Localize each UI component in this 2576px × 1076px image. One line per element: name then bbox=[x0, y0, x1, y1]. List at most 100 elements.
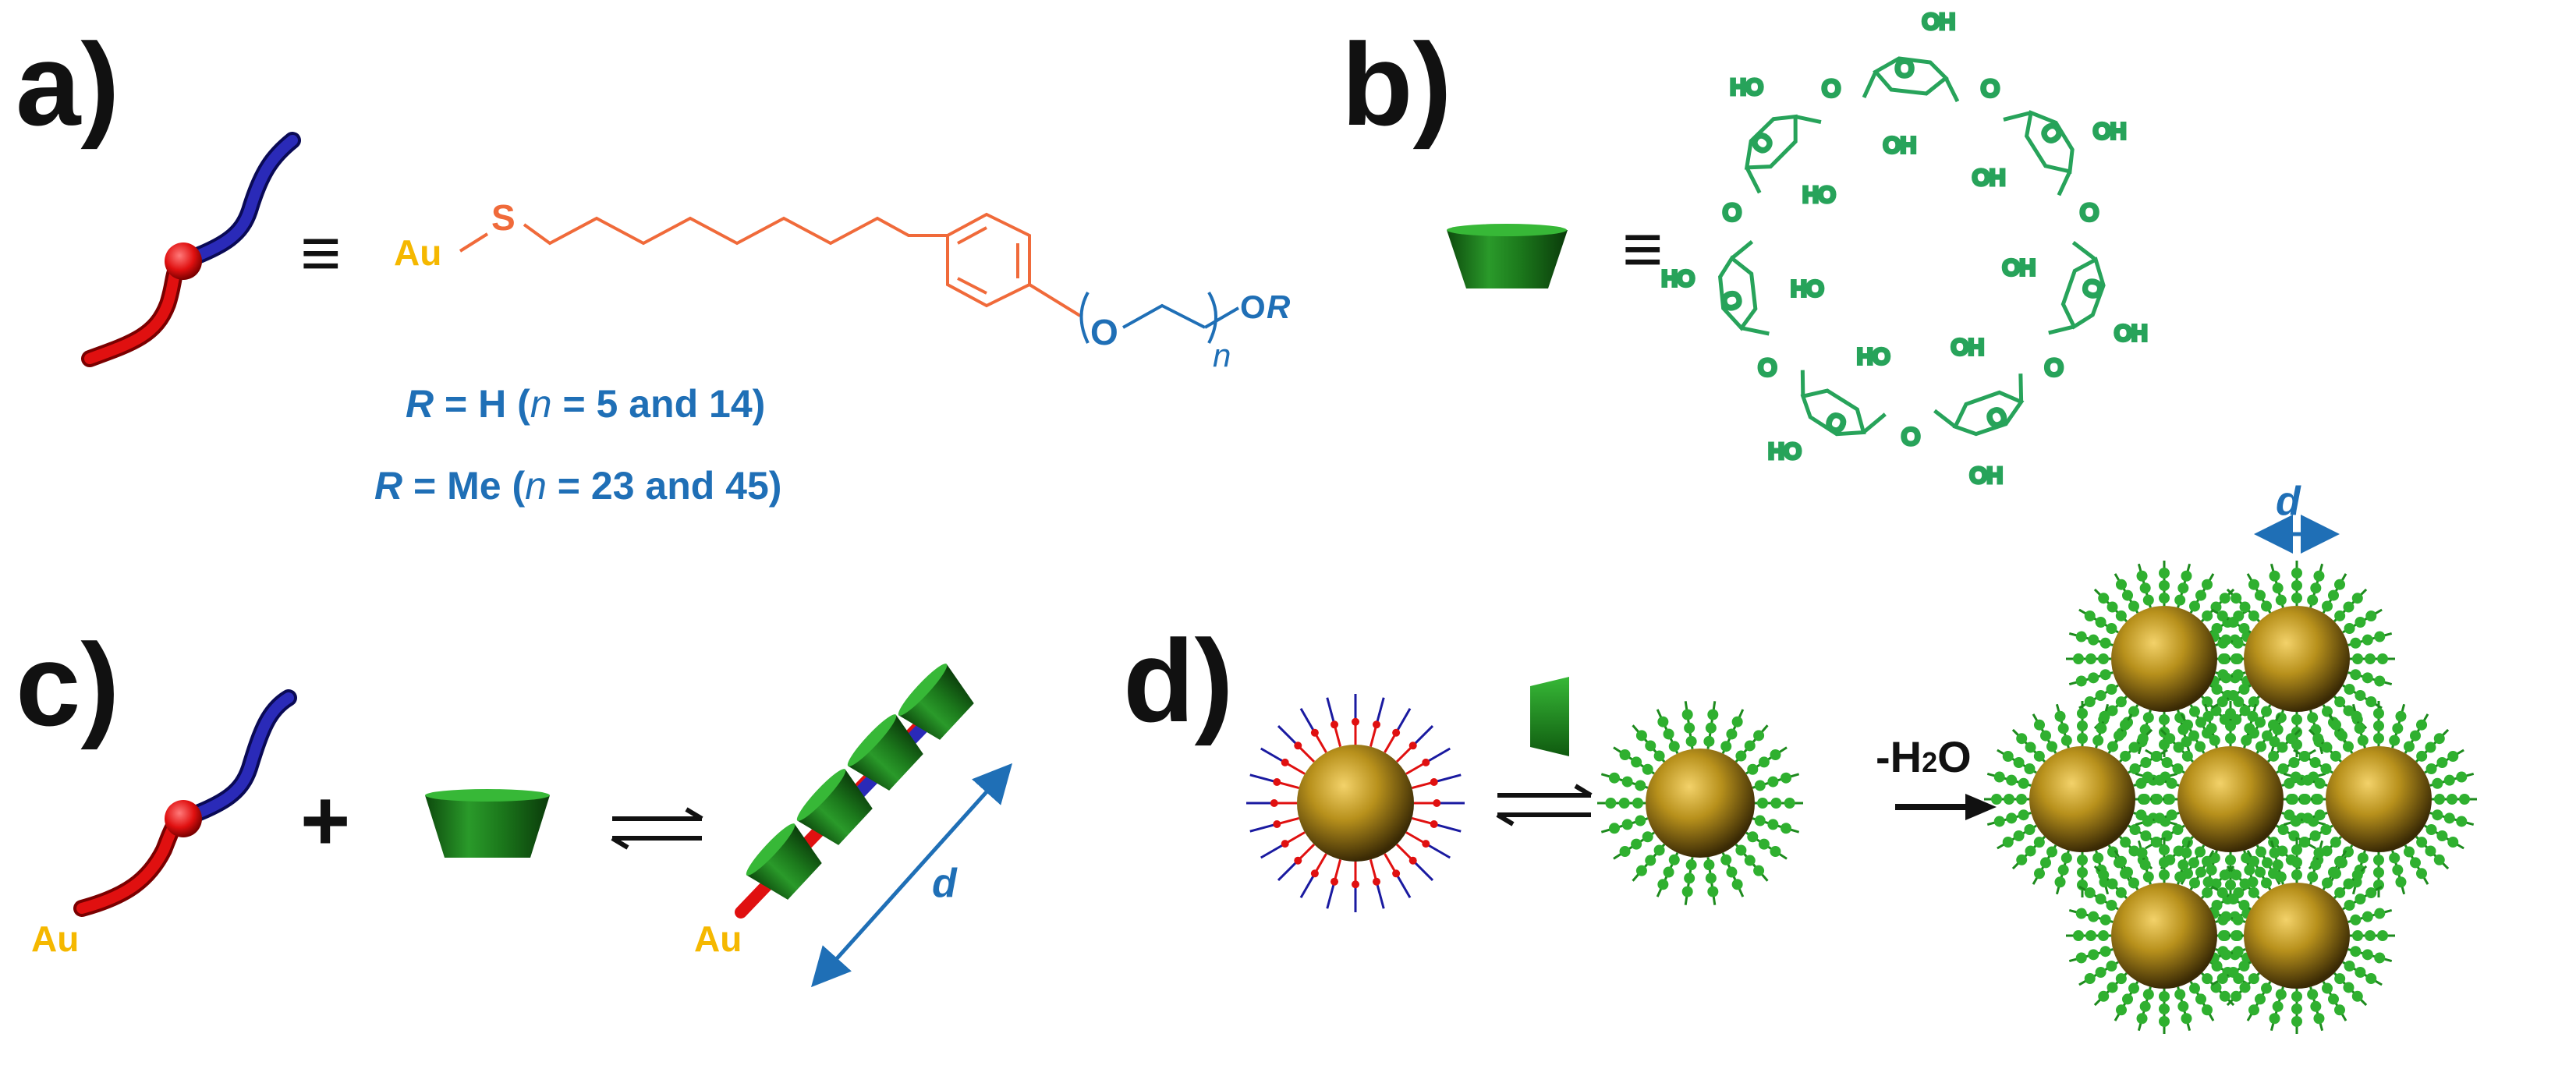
cd-bead bbox=[2077, 855, 2088, 865]
cd-bead bbox=[1754, 815, 1766, 826]
cd-bead bbox=[2313, 847, 2325, 858]
cd-bead bbox=[2330, 837, 2341, 848]
cd-bead bbox=[2219, 990, 2231, 1002]
cd-bead bbox=[2095, 690, 2107, 701]
cd-bead bbox=[2034, 719, 2045, 731]
cd-bead bbox=[2300, 794, 2311, 805]
cd-bead bbox=[2314, 809, 2326, 821]
cd-bead bbox=[2261, 982, 2272, 994]
cd-bead bbox=[1720, 854, 1732, 865]
cd-bead bbox=[2211, 684, 2223, 695]
cd-bead bbox=[1645, 740, 1657, 752]
cd-bead bbox=[2392, 723, 2404, 734]
ligand-bead bbox=[1372, 720, 1380, 729]
thiol-ligand-structure: Au S O n O R bbox=[394, 197, 1291, 373]
au-label-c-right: Au bbox=[694, 918, 742, 959]
cd-bead bbox=[2092, 852, 2104, 864]
cd-bead bbox=[2211, 623, 2223, 634]
hydroxyl-label: HO bbox=[1802, 182, 1835, 207]
cd-bead bbox=[2362, 634, 2373, 646]
ligand-bead bbox=[1273, 819, 1281, 828]
equiv-symbol-b: ≡ bbox=[1622, 211, 1664, 288]
gold-nanoparticle bbox=[1297, 745, 1414, 862]
cd-bead bbox=[1608, 823, 1620, 834]
cd-bead bbox=[2054, 876, 2066, 888]
cd-bead bbox=[2115, 887, 2127, 898]
ligand-bead bbox=[1430, 778, 1438, 787]
cd-bead bbox=[2075, 908, 2087, 919]
cd-bead bbox=[2016, 854, 2028, 865]
cd-bead bbox=[2188, 730, 2199, 742]
cd-bead bbox=[2077, 708, 2088, 719]
cd-bead bbox=[2350, 669, 2362, 681]
cd-bead bbox=[2291, 869, 2302, 880]
cd-bead bbox=[2269, 570, 2280, 582]
cd-bead bbox=[2195, 866, 2206, 878]
cd-bead bbox=[1770, 749, 1781, 761]
cd-bead bbox=[1993, 771, 2005, 783]
ligand-bead bbox=[1310, 728, 1319, 737]
cd-bead bbox=[2322, 600, 2333, 612]
cd-bead bbox=[2362, 672, 2373, 684]
cd-bead bbox=[2084, 973, 2096, 984]
glucose-unit: O bbox=[1716, 239, 1770, 336]
cd-bead bbox=[2085, 930, 2096, 941]
cd-bead bbox=[2227, 967, 2239, 978]
hydroxyl-label: OH bbox=[2003, 255, 2036, 279]
cd-bead bbox=[2060, 734, 2072, 746]
panel-a: a) ≡ Au S O n bbox=[16, 19, 1291, 508]
cd-bead bbox=[2269, 1013, 2280, 1025]
cd-bead bbox=[2344, 900, 2355, 911]
cd-bead bbox=[2277, 763, 2289, 774]
cd-bead bbox=[2350, 637, 2362, 649]
cd-bead bbox=[2425, 763, 2437, 774]
cd-bead bbox=[2137, 733, 2149, 745]
gold-nanoparticle bbox=[2177, 746, 2284, 852]
sulfur-label: S bbox=[491, 197, 516, 238]
ligand-bead bbox=[1408, 856, 1417, 865]
dehydration-arrow bbox=[1895, 794, 1997, 820]
cd-bead bbox=[1668, 741, 1680, 752]
cone-rim bbox=[898, 664, 948, 716]
cd-bead bbox=[2115, 973, 2127, 985]
cd-bead bbox=[2255, 993, 2266, 1005]
cd-bead bbox=[2344, 961, 2355, 972]
cd-bead bbox=[2443, 774, 2455, 786]
cd-bead bbox=[1631, 838, 1642, 850]
r-def-2-tail: = 23 and 45) bbox=[547, 464, 782, 508]
cone-body bbox=[898, 664, 974, 740]
cd-bead bbox=[1642, 831, 1653, 843]
cd-bead bbox=[2098, 593, 2110, 604]
cd-bead bbox=[2351, 869, 2363, 881]
cd-bead bbox=[2073, 653, 2084, 664]
ligand-bead bbox=[1408, 742, 1417, 750]
cd-bead bbox=[2189, 982, 2200, 994]
cd-bead bbox=[2350, 914, 2362, 926]
glucose-ring bbox=[1800, 388, 1866, 437]
cone-rim bbox=[847, 714, 897, 766]
cd-bead bbox=[2098, 990, 2110, 1002]
cd-bead bbox=[1631, 756, 1642, 768]
cd-bead bbox=[2172, 763, 2184, 774]
cd-bead bbox=[2328, 866, 2339, 878]
cd-bead bbox=[2416, 868, 2427, 880]
cd-bead bbox=[2075, 675, 2087, 687]
cd-bead bbox=[2159, 580, 2170, 591]
cd-bead bbox=[2002, 837, 2014, 848]
cd-bead bbox=[2314, 777, 2326, 789]
cd-bead bbox=[1653, 750, 1665, 762]
cd-bead bbox=[2122, 589, 2133, 601]
cd-bead bbox=[2275, 871, 2287, 883]
cd-bead bbox=[2225, 880, 2236, 890]
ligand-bead bbox=[1352, 717, 1359, 726]
or-r-group: R bbox=[1267, 288, 1291, 325]
cd-bead bbox=[2310, 1000, 2322, 1012]
cd-bead bbox=[2343, 705, 2355, 717]
ligand-segment bbox=[1249, 773, 1277, 784]
glucose-ring bbox=[2060, 257, 2106, 330]
hydroxyl-label: OH bbox=[1922, 9, 1955, 34]
cd-bead bbox=[2182, 719, 2193, 731]
cd-bead bbox=[1747, 831, 1759, 843]
